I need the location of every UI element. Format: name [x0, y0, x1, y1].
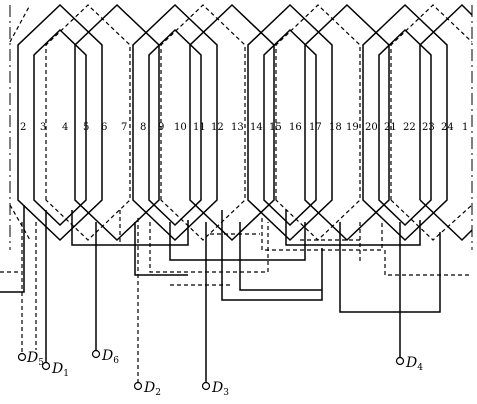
slot-label: 18	[329, 122, 342, 133]
boundary-lines	[9, 5, 473, 250]
coil-outline	[9, 204, 31, 241]
coil-outline	[304, 3, 390, 242]
coil-outline	[390, 4, 473, 200]
terminal-labels: D5 D1 D6 D2 D3 D4	[26, 348, 423, 398]
coil-outline	[390, 199, 473, 241]
terminal-label-d4: D4	[405, 355, 423, 373]
slot-label: 4	[62, 122, 68, 133]
slot-label: 11	[193, 122, 206, 133]
coil-outline	[247, 3, 333, 242]
interconnect-wiring	[0, 205, 472, 382]
slot-label: 9	[158, 122, 164, 133]
terminals	[17, 222, 405, 391]
coil-outline	[378, 28, 432, 227]
slot-label: 6	[101, 122, 107, 133]
coil-outline	[263, 28, 317, 227]
coil-outline	[132, 3, 218, 242]
terminal-circle	[133, 381, 143, 391]
slot-label: 12	[211, 122, 224, 133]
slot-label: 14	[250, 122, 263, 133]
slot-label: 2	[20, 122, 26, 133]
coil-outline	[33, 28, 87, 227]
slot-label: 17	[309, 122, 322, 133]
coil-outline	[45, 4, 131, 241]
slot-label: 8	[140, 122, 146, 133]
terminal-circle	[17, 352, 27, 362]
terminal-label-d3: D3	[211, 380, 229, 398]
slot-label: 22	[403, 122, 416, 133]
slot-label: 21	[384, 122, 397, 133]
coil-outline	[362, 3, 448, 242]
coil-outline	[17, 3, 103, 242]
slot-label: 1	[462, 122, 468, 133]
coil-outlines	[17, 3, 473, 242]
slot-label: 20	[365, 122, 378, 133]
terminal-label-d1: D1	[51, 361, 69, 379]
terminal-circle	[395, 356, 405, 366]
slot-labels: 2 3 4 5 6 7 8 9 10 11 12 13 14 15 16 17 …	[20, 122, 468, 133]
coil-outline	[160, 4, 246, 241]
slot-label: 7	[121, 122, 127, 133]
terminal-label-d2: D2	[143, 380, 161, 398]
slot-label: 10	[174, 122, 187, 133]
slot-label: 24	[441, 122, 454, 133]
slot-label: 19	[346, 122, 359, 133]
coil-outline	[419, 199, 473, 242]
terminal-circle	[41, 361, 51, 371]
coil-outline	[189, 3, 275, 242]
coil-outline	[74, 3, 160, 242]
coil-outline	[9, 4, 31, 43]
coil-outline	[148, 28, 202, 227]
terminal-label-d5: D5	[26, 350, 44, 368]
coil-outline	[419, 3, 473, 200]
slot-label: 23	[422, 122, 435, 133]
slot-label: 3	[40, 122, 46, 133]
slot-label: 15	[269, 122, 282, 133]
terminal-label-d6: D6	[101, 348, 119, 366]
terminal-circle	[201, 381, 211, 391]
slot-label: 13	[231, 122, 244, 133]
slot-label: 5	[83, 122, 89, 133]
slot-label: 16	[289, 122, 302, 133]
terminal-circle	[91, 349, 101, 359]
